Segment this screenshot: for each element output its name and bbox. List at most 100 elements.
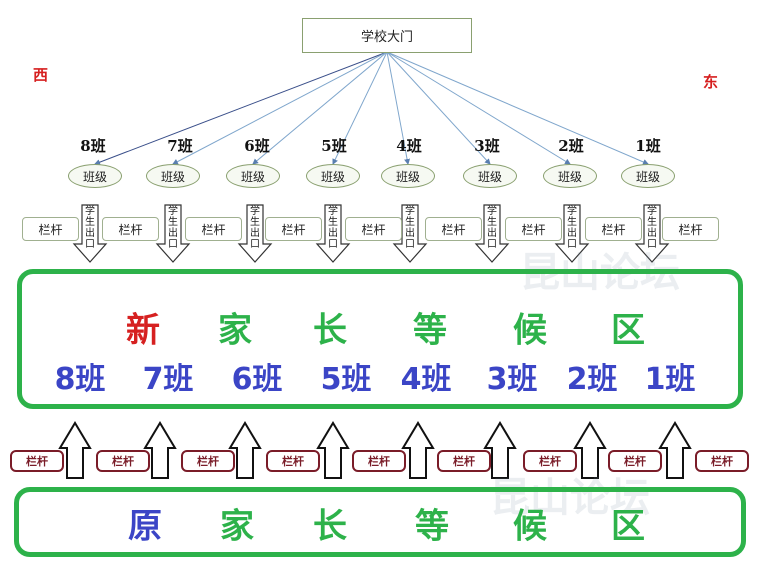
entry-arrow (658, 421, 692, 479)
exit-label-char: 口 (85, 239, 95, 250)
watermark: 昆山论坛 (490, 475, 650, 521)
gate-route-line (332, 51, 388, 165)
student-exit-label: 学生出口 (327, 206, 339, 250)
new-zone-class-label: 7班 (142, 362, 194, 397)
exit-label-char: 口 (647, 239, 657, 250)
old-zone-title-char: 候 (513, 506, 547, 547)
entry-arrow (228, 421, 262, 479)
class-label: 2班 (558, 137, 584, 155)
barrier: 栏杆 (505, 217, 562, 241)
student-exit-arrow (634, 204, 670, 263)
exit-label-char: 口 (487, 239, 497, 250)
class-label: 3班 (474, 137, 500, 155)
old-zone-title-char: 原 (128, 506, 162, 547)
west-label: 西 (33, 66, 49, 84)
new-zone-class-label: 6班 (231, 362, 283, 397)
class-label: 7班 (167, 137, 193, 155)
new-zone-title-char: 候 (513, 310, 547, 351)
exit-label-char: 学 (85, 206, 95, 217)
student-exit-arrow (237, 204, 273, 263)
class-node: 班级 (543, 164, 597, 188)
gate-route-line (386, 51, 571, 165)
student-exit-label: 学生出口 (404, 206, 416, 250)
class-node: 班级 (306, 164, 360, 188)
barrier: 栏杆 (266, 450, 320, 472)
barrier: 栏杆 (437, 450, 491, 472)
exit-label-char: 出 (647, 228, 657, 239)
class-node: 班级 (226, 164, 280, 188)
barrier: 栏杆 (96, 450, 150, 472)
barrier: 栏杆 (695, 450, 749, 472)
exit-label-char: 出 (250, 228, 260, 239)
new-zone-title-char: 家 (218, 310, 252, 351)
barrier: 栏杆 (662, 217, 719, 241)
old-waiting-zone (14, 487, 746, 557)
gate-route-line (94, 51, 388, 166)
barrier: 栏杆 (608, 450, 662, 472)
new-zone-class-label: 8班 (54, 362, 106, 397)
new-waiting-zone (17, 269, 743, 409)
entry-arrow (401, 421, 435, 479)
class-node: 班级 (381, 164, 435, 188)
old-zone-title-char: 家 (220, 506, 254, 547)
student-exit-label: 学生出口 (249, 206, 261, 250)
student-exit-label: 学生出口 (566, 206, 578, 250)
barrier: 栏杆 (265, 217, 322, 241)
student-exit-arrow (315, 204, 351, 263)
exit-label-char: 学 (567, 206, 577, 217)
exit-label-char: 出 (168, 228, 178, 239)
student-exit-arrow (155, 204, 191, 263)
new-zone-title-char: 新 (126, 310, 160, 351)
new-zone-title-char: 区 (611, 310, 645, 351)
class-label: 4班 (396, 137, 422, 155)
exit-label-char: 生 (647, 217, 657, 228)
exit-label-char: 生 (250, 217, 260, 228)
student-exit-label: 学生出口 (486, 206, 498, 250)
class-label: 6班 (244, 137, 270, 155)
entry-arrow (483, 421, 517, 479)
exit-label-char: 口 (328, 239, 338, 250)
class-label: 8班 (80, 137, 106, 155)
exit-label-char: 口 (168, 239, 178, 250)
new-zone-class-label: 1班 (644, 362, 696, 397)
exit-label-char: 学 (168, 206, 178, 217)
exit-label-char: 生 (328, 217, 338, 228)
entry-arrow (316, 421, 350, 479)
barrier: 栏杆 (585, 217, 642, 241)
gate-route-line (386, 51, 491, 165)
gate-route-line (172, 51, 388, 165)
old-zone-title-char: 长 (313, 506, 347, 547)
new-zone-title-char: 等 (413, 310, 447, 351)
class-node: 班级 (621, 164, 675, 188)
student-exit-label: 学生出口 (646, 206, 658, 250)
student-exit-arrow (72, 204, 108, 263)
gate-route-line (386, 51, 649, 165)
barrier: 栏杆 (523, 450, 577, 472)
exit-label-char: 学 (647, 206, 657, 217)
exit-label-char: 出 (328, 228, 338, 239)
class-label: 1班 (635, 137, 661, 155)
exit-label-char: 生 (487, 217, 497, 228)
barrier: 栏杆 (425, 217, 482, 241)
student-exit-arrow (554, 204, 590, 263)
gate-route-line (386, 51, 411, 165)
exit-label-char: 生 (567, 217, 577, 228)
barrier: 栏杆 (181, 450, 235, 472)
exit-label-char: 出 (567, 228, 577, 239)
exit-label-char: 生 (168, 217, 178, 228)
exit-label-char: 学 (487, 206, 497, 217)
entry-arrow (573, 421, 607, 479)
old-zone-title-char: 区 (611, 506, 645, 547)
school-gate: 学校大门 (302, 18, 472, 53)
exit-label-char: 出 (85, 228, 95, 239)
exit-label-char: 口 (250, 239, 260, 250)
student-exit-arrow (392, 204, 428, 263)
class-node: 班级 (68, 164, 122, 188)
class-node: 班级 (146, 164, 200, 188)
barrier: 栏杆 (22, 217, 79, 241)
gate-route-line (252, 51, 388, 165)
barrier: 栏杆 (102, 217, 159, 241)
new-zone-class-label: 3班 (486, 362, 538, 397)
